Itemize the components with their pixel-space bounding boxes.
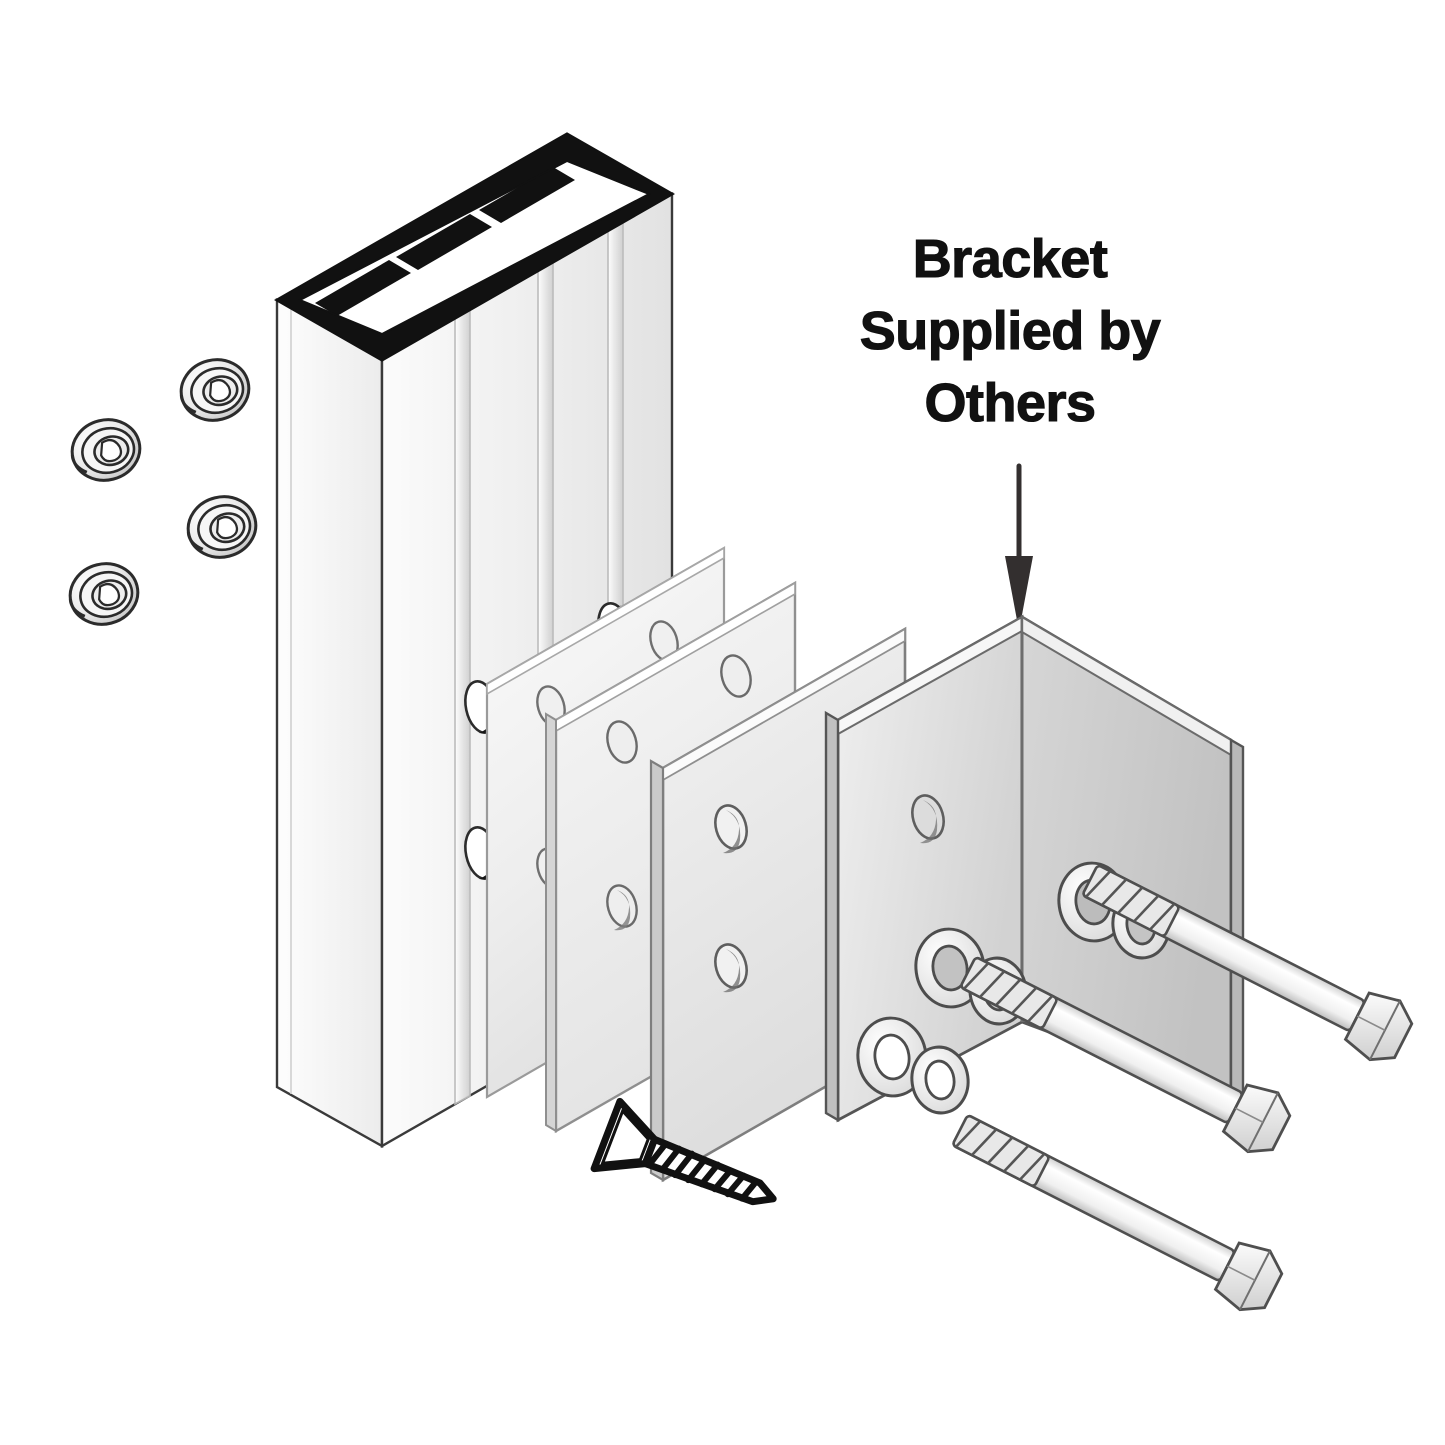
flange-nut [70,418,142,482]
anchor-bolt [1082,864,1414,1062]
anchor-bolt [960,956,1292,1154]
callout-arrow-down-icon [1005,463,1033,631]
flange-nut [68,562,140,626]
flange-nut [179,358,251,422]
callout-label: Bracket Supplied by Others [859,228,1162,433]
callout-line-3: Others [924,373,1095,433]
washer-pair [856,1016,970,1115]
flange-nut [186,495,258,559]
anchor-bolt [952,1114,1284,1312]
post-top-cap [273,132,676,362]
wood-screw [590,1097,777,1206]
anchor-bolt-group [952,864,1414,1312]
post-left-face [275,297,384,1149]
callout-line-1: Bracket [913,229,1108,289]
flange-nut-group [68,358,258,626]
angle-bracket [824,614,1245,1123]
callout-line-2: Supplied by [860,301,1161,361]
